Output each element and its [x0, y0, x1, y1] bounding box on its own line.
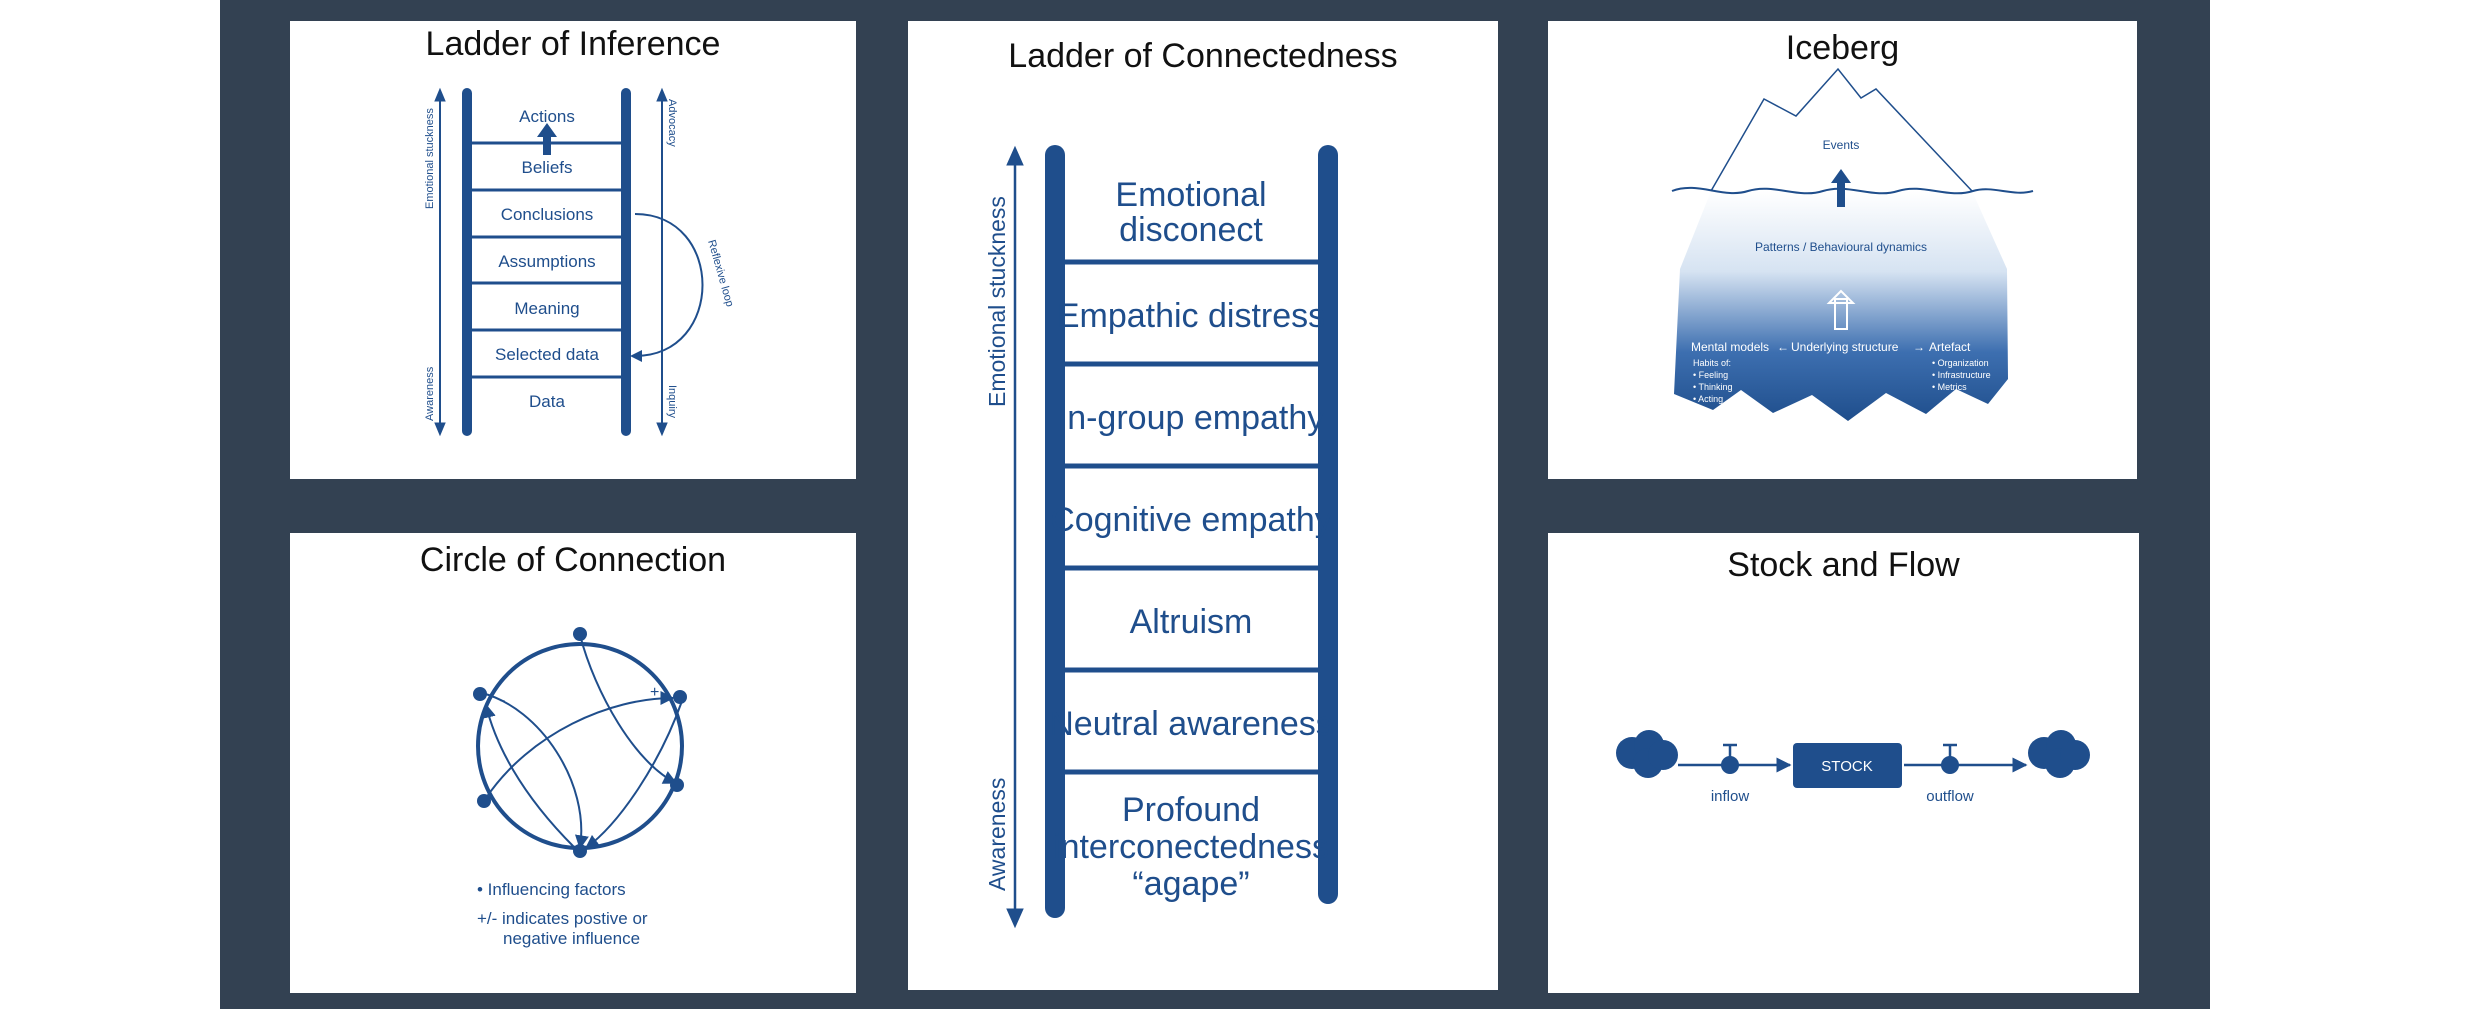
influence-arrow	[482, 703, 575, 848]
rung-label-interconectedness: interconectedness	[1053, 828, 1329, 866]
influence-arrow	[584, 700, 683, 849]
source-cloud	[1616, 730, 1678, 778]
right-axis-top-arrow	[656, 87, 668, 102]
right-bottom-label: Inquiry	[666, 385, 678, 419]
left-axis-top-arrow	[434, 87, 446, 102]
stock-box	[1793, 743, 1902, 788]
action-up-arrow	[537, 123, 557, 155]
habits-list-item: • Thinking	[1693, 382, 1733, 392]
habits-list-item: • Feeling	[1693, 370, 1728, 380]
influencing-factor-node	[477, 794, 491, 808]
ladder-of-inference-diagram: Actions Beliefs Conclusions Assumptions …	[424, 87, 736, 437]
influencing-factor-node	[573, 844, 587, 858]
rung-label-empathic-distress: Empathic distress	[1057, 297, 1325, 335]
ladder-of-inference-title: Ladder of Inference	[425, 25, 721, 63]
rung-label-actions: Actions	[519, 107, 575, 126]
influence-arrow	[579, 634, 678, 784]
rung-label-in-group-empathy: In-group empathy	[1058, 399, 1325, 437]
legend-influencing-factors: • Influencing factors	[477, 880, 626, 899]
right-axis-bottom-arrow	[656, 422, 668, 437]
habits-list-item: Habits of:	[1693, 358, 1731, 368]
rung-label-neutral-awareness: Neutral awareness	[1049, 705, 1332, 743]
inflow-label: inflow	[1711, 788, 1750, 805]
rung-label-altruism: Altruism	[1130, 603, 1253, 641]
connectedness-top-label: Emotional stuckness	[984, 196, 1010, 407]
connectedness-axis-bottom-arrow	[1006, 908, 1024, 929]
rung-label-selected-data: Selected data	[495, 345, 600, 364]
reflexive-loop-arc	[634, 213, 704, 357]
stock-and-flow-title: Stock and Flow	[1727, 546, 1960, 584]
ladder-of-connectedness-panel: Ladder of Connectedness Emotional	[908, 21, 1498, 990]
rung-label-assumptions: Assumptions	[498, 252, 595, 271]
events-label: Events	[1823, 138, 1860, 152]
events-arrow-shaft	[1837, 181, 1845, 207]
rung-label-data: Data	[529, 392, 565, 411]
minus-sign: -	[500, 692, 505, 709]
iceberg-diagram: Events Patterns / Behavioural dynamics M…	[1671, 67, 2034, 421]
water-line	[1671, 186, 2034, 195]
habits-list-item: • Acting	[1693, 394, 1723, 404]
outflow-valve	[1941, 756, 1959, 774]
circle-of-connection-diagram: + - • Influencing factors +/- indicates …	[473, 627, 687, 948]
influencing-factor-node	[473, 687, 487, 701]
underlying-structure-label: Underlying structure	[1791, 340, 1899, 354]
right-top-label: Advocacy	[666, 99, 678, 147]
connectedness-axis-top-arrow	[1006, 145, 1024, 166]
influencing-factor-node	[573, 627, 587, 641]
iceberg-title: Iceberg	[1785, 29, 1900, 67]
ladder-of-connectedness-diagram: Emotional disconect Empathic distress In…	[984, 145, 1338, 929]
reflexive-loop-label: Reflexive loop	[705, 239, 736, 309]
rung-label-beliefs: Beliefs	[521, 158, 572, 177]
left-arrow-glyph: ←	[1777, 340, 1789, 354]
left-bottom-label: Awareness	[424, 366, 436, 421]
influence-arrow	[485, 691, 675, 799]
artefact-list-item: • Metrics	[1932, 382, 1967, 392]
inflow-valve	[1721, 756, 1739, 774]
artefact-list-item: • Organization	[1932, 358, 1989, 368]
artefact-label: Artefact	[1929, 340, 1971, 354]
outflow-label: outflow	[1926, 788, 1974, 805]
influence-arrow	[481, 692, 589, 850]
patterns-arrow-head	[1826, 289, 1856, 304]
ladder-of-inference-panel: Ladder of Inference	[290, 21, 856, 479]
rung-label-profound: Profound	[1122, 791, 1260, 829]
plus-sign: +	[650, 684, 659, 701]
circle-of-connection-panel: Circle of Connection	[290, 533, 856, 993]
influencing-factor-node	[670, 778, 684, 792]
events-arrow-head	[1831, 169, 1851, 183]
connectedness-rungs	[1055, 259, 1328, 775]
circle-of-connection-title: Circle of Connection	[419, 541, 727, 579]
rung-label-meaning: Meaning	[514, 299, 579, 318]
patterns-label: Patterns / Behavioural dynamics	[1755, 240, 1927, 254]
patterns-arrow-shaft	[1834, 298, 1848, 330]
mental-models-label: Mental models	[1691, 340, 1769, 354]
stock-and-flow-diagram: STOCK inflow outflow	[1616, 730, 2090, 805]
legend-sign-meaning: +/- indicates postive or	[477, 909, 648, 928]
influencing-factor-node	[673, 690, 687, 704]
connectedness-bottom-label: Awareness	[984, 778, 1010, 891]
sink-cloud	[2028, 730, 2090, 778]
ladder-of-connectedness-title: Ladder of Connectedness	[1008, 37, 1398, 75]
reflexive-loop-arrowhead	[630, 350, 642, 362]
rung-label-cognitive-empathy: Cognitive empathy	[1050, 501, 1332, 539]
rung-label-agape: “agape”	[1132, 865, 1249, 903]
rung-label-disconect: disconect	[1119, 211, 1263, 249]
iceberg-tip-outline	[1710, 67, 1973, 192]
artefact-list-item: • Infrastructure	[1932, 370, 1991, 380]
rung-label-emotional: Emotional	[1115, 176, 1266, 214]
stock-and-flow-panel: Stock and Flow	[1548, 533, 2139, 993]
diagram-board: Ladder of Inference	[220, 0, 2210, 1009]
stock-label: STOCK	[1821, 758, 1872, 775]
iceberg-panel: Iceberg Events Patterns / Behavioural dy…	[1548, 21, 2137, 479]
left-axis-bottom-arrow	[434, 422, 446, 437]
rung-label-conclusions: Conclusions	[501, 205, 594, 224]
iceberg-underwater-body	[1674, 191, 2008, 421]
legend-sign-meaning-2: negative influence	[503, 929, 640, 948]
ladder-rungs	[467, 141, 626, 379]
left-top-label: Emotional stuckness	[424, 108, 436, 209]
right-arrow-glyph: →	[1913, 340, 1925, 354]
